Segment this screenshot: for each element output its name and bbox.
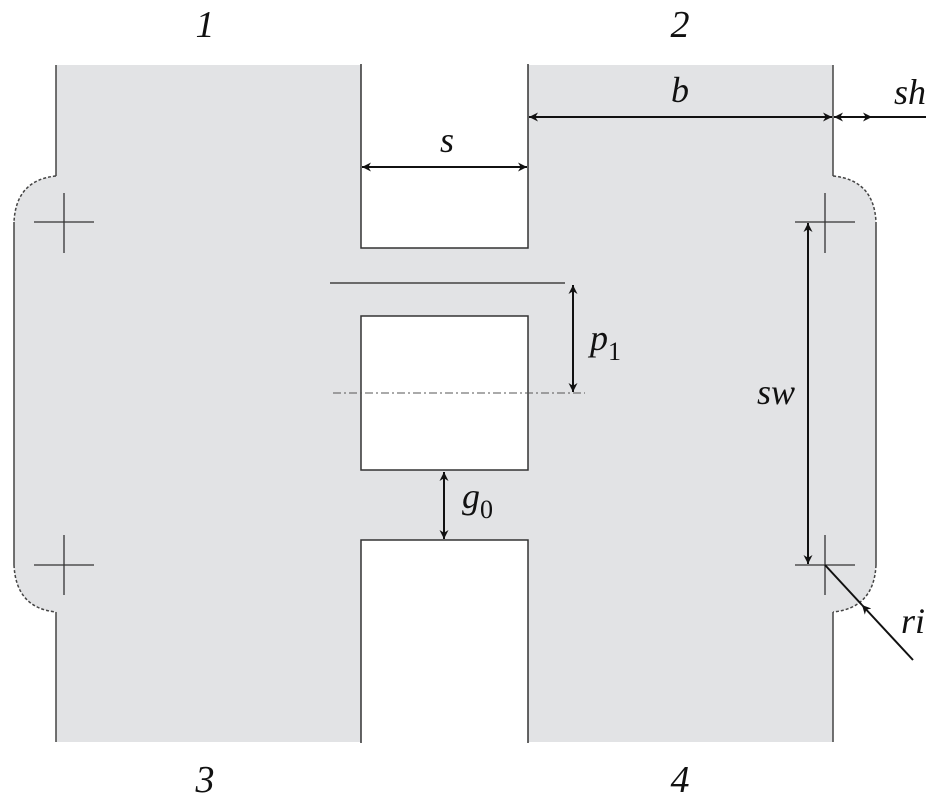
label-p1-base: p — [587, 318, 608, 358]
ri-arrow — [861, 604, 914, 661]
label-g0-base: g — [462, 476, 480, 516]
label-s: s — [440, 120, 454, 160]
label-g0: g0 — [462, 476, 493, 524]
cross-icon — [34, 193, 94, 253]
label-p1: p1 — [587, 318, 621, 366]
port-label-4: 4 — [671, 759, 690, 801]
label-sw: sw — [757, 372, 795, 412]
port-label-3: 3 — [195, 759, 215, 801]
label-p1-subscript: 1 — [608, 337, 621, 366]
port-label-1: 1 — [196, 4, 215, 46]
port-label-2: 2 — [671, 4, 690, 46]
bottom-slot — [360, 539, 529, 743]
label-sh: sh — [894, 72, 926, 112]
cross-icon — [795, 193, 855, 253]
label-ri: ri — [901, 601, 925, 641]
label-b: b — [671, 70, 689, 110]
top-slot — [360, 64, 529, 249]
cross-icon — [34, 535, 94, 595]
label-g0-subscript: 0 — [480, 495, 493, 524]
plate-outline — [13, 65, 877, 742]
